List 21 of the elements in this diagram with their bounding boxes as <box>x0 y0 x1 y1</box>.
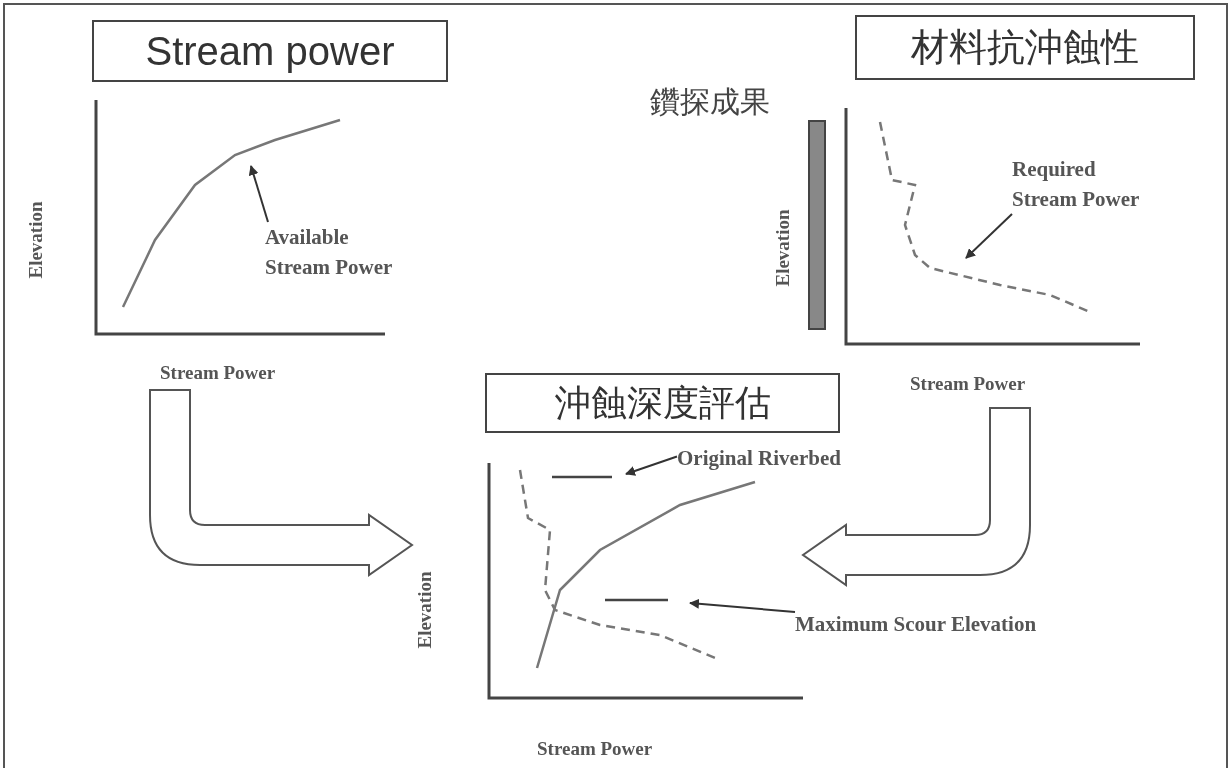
borehole-caption: 鑽探成果 <box>650 84 770 120</box>
title-box: 沖蝕深度評估 <box>485 373 840 433</box>
annotation-text: Original Riverbed <box>677 443 917 473</box>
axis-label: Elevation <box>24 201 47 279</box>
leader-arrow <box>248 165 269 223</box>
leader-arrow <box>625 455 678 476</box>
annotation-text: Available Stream Power <box>265 222 415 282</box>
axis-label: Elevation <box>413 571 436 649</box>
axis-label: Stream Power <box>537 738 653 760</box>
title-box: 材料抗沖蝕性 <box>855 15 1195 80</box>
annotation-text: Maximum Scour Elevation <box>795 609 1125 639</box>
title-box: Stream power <box>92 20 448 82</box>
annotation-text: Required Stream Power <box>1012 154 1162 214</box>
axis-label: Stream Power <box>910 373 1026 395</box>
hollow-arrow <box>149 389 413 576</box>
hollow-arrow <box>802 407 1031 586</box>
leader-arrow <box>689 598 796 613</box>
leader-arrow <box>965 213 1013 259</box>
borehole-bar <box>808 120 826 330</box>
axis-label: Stream Power <box>160 362 276 384</box>
axis-label: Elevation <box>771 209 794 287</box>
